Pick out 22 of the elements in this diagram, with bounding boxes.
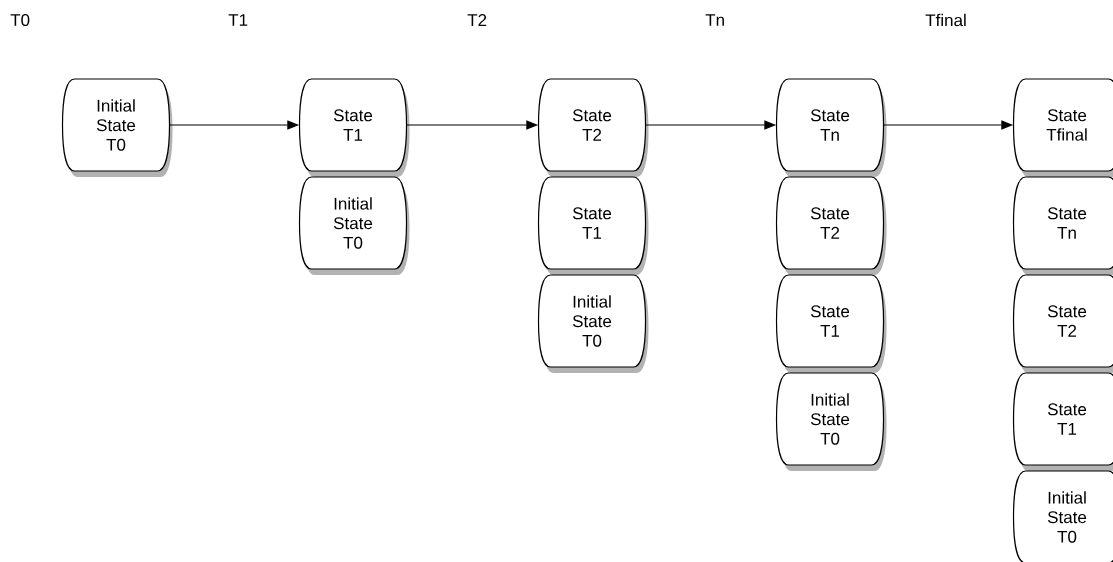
state-box: State Tfinal xyxy=(1012,78,1113,177)
state-box: State T1 xyxy=(537,176,649,275)
state-box: State Tn xyxy=(1012,176,1113,275)
state-box: Initial State T0 xyxy=(775,372,887,471)
time-label: T0 xyxy=(10,14,30,27)
node-label: State Tn xyxy=(1047,207,1087,239)
state-box: State T2 xyxy=(537,78,649,177)
state-box: Initial State T0 xyxy=(298,176,410,275)
state-box: State T1 xyxy=(298,78,410,177)
state-box: State T1 xyxy=(775,274,887,373)
time-label: Tfinal xyxy=(925,13,966,27)
state-box: Initial State T0 xyxy=(61,78,173,177)
state-box: State Tn xyxy=(775,78,887,177)
state-box: Initial State T0 xyxy=(537,274,649,373)
state-box: State T2 xyxy=(1012,274,1113,373)
state-box: Initial State T0 xyxy=(1012,470,1113,562)
node-label: State T1 xyxy=(1047,403,1087,435)
time-label: T1 xyxy=(228,14,248,26)
time-label: T2 xyxy=(467,14,487,26)
time-label: Tn xyxy=(705,14,724,26)
state-box: State T2 xyxy=(775,176,887,275)
state-box: State T1 xyxy=(1012,372,1113,471)
